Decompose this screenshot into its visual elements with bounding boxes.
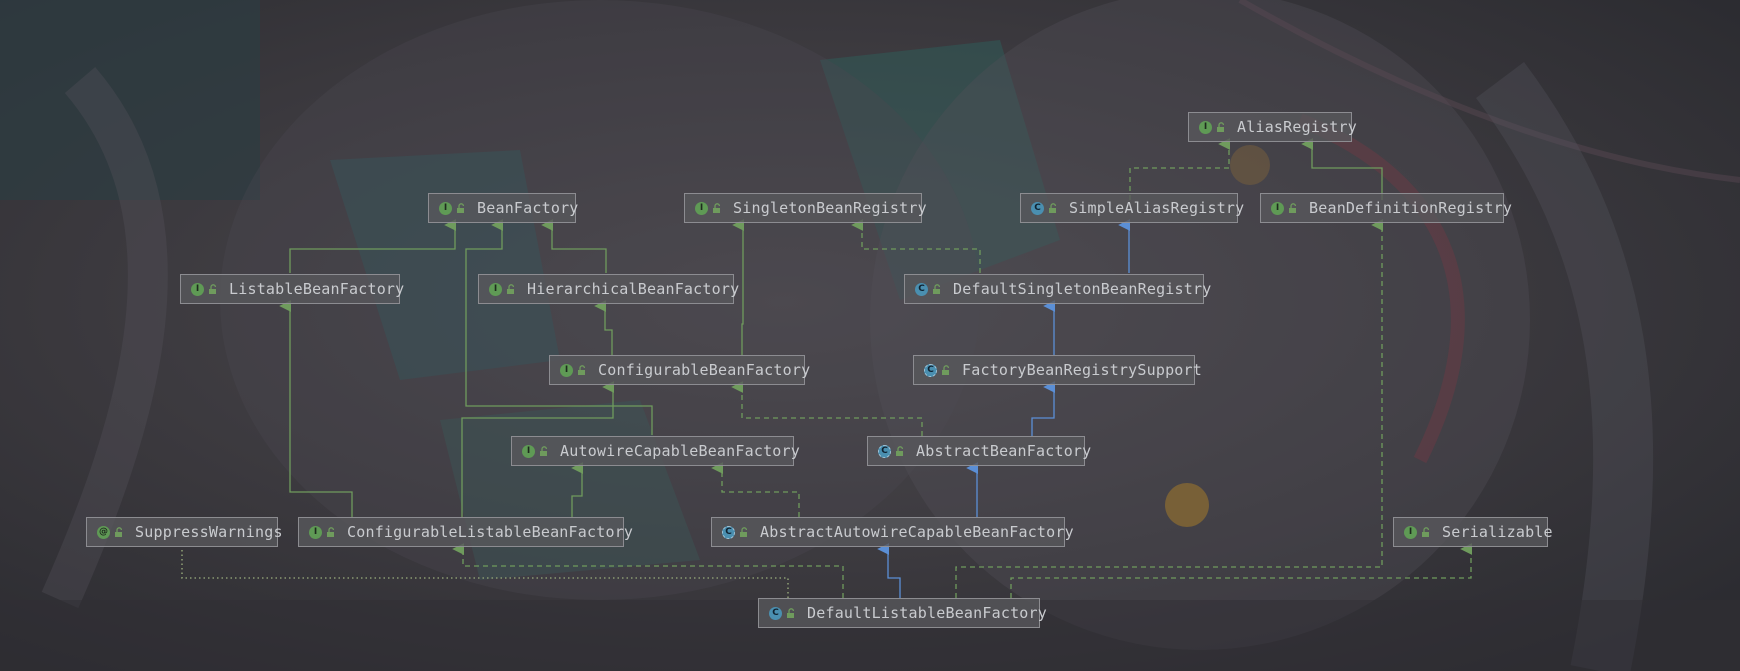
class-icon: C: [915, 282, 928, 296]
node-configurable-bean-factory[interactable]: I ConfigurableBeanFactory: [549, 355, 810, 385]
interface-icon: I: [309, 525, 322, 539]
node-label: AutowireCapableBeanFactory: [560, 442, 800, 460]
node-label: FactoryBeanRegistrySupport: [962, 361, 1202, 379]
interface-icon: I: [489, 282, 502, 296]
annotation-icon: @: [97, 525, 110, 539]
unlocked-visibility-icon: [942, 364, 950, 375]
node-hierarchical-bean-factory[interactable]: I HierarchicalBeanFactory: [478, 274, 739, 304]
unlocked-visibility-icon: [578, 364, 586, 375]
interface-icon: I: [1404, 525, 1417, 539]
class-icon: C: [769, 606, 782, 620]
node-alias-registry[interactable]: I AliasRegistry: [1188, 112, 1357, 142]
node-label: ConfigurableListableBeanFactory: [347, 523, 634, 541]
unlocked-visibility-icon: [933, 283, 941, 294]
unlocked-visibility-icon: [507, 283, 515, 294]
node-label: BeanDefinitionRegistry: [1309, 199, 1513, 217]
node-autowire-capable-bean-factory[interactable]: I AutowireCapableBeanFactory: [511, 436, 800, 466]
unlocked-visibility-icon: [896, 445, 904, 456]
unlocked-visibility-icon: [1217, 121, 1225, 132]
unlocked-visibility-icon: [1289, 202, 1297, 213]
unlocked-visibility-icon: [115, 526, 123, 537]
node-abstract-autowire-capable-bean-factory[interactable]: C AbstractAutowireCapableBeanFactory: [711, 517, 1074, 547]
unlocked-visibility-icon: [540, 445, 548, 456]
interface-icon: I: [560, 363, 573, 377]
class-icon: C: [1031, 201, 1044, 215]
node-label: AbstractAutowireCapableBeanFactory: [760, 523, 1074, 541]
interface-icon: I: [522, 444, 535, 458]
interface-icon: I: [1271, 201, 1284, 215]
node-configurable-listable-bean-factory[interactable]: I ConfigurableListableBeanFactory: [298, 517, 633, 547]
node-factory-bean-registry-support[interactable]: C FactoryBeanRegistrySupport: [913, 355, 1202, 385]
node-label: AliasRegistry: [1237, 118, 1357, 136]
node-label: ListableBeanFactory: [229, 280, 405, 298]
abstract-class-icon: C: [924, 363, 937, 377]
node-singleton-bean-registry[interactable]: I SingletonBeanRegistry: [684, 193, 927, 223]
abstract-class-icon: C: [722, 525, 735, 539]
unlocked-visibility-icon: [327, 526, 335, 537]
node-label: Serializable: [1442, 523, 1553, 541]
node-label: DefaultListableBeanFactory: [807, 604, 1047, 622]
node-label: BeanFactory: [477, 199, 579, 217]
interface-icon: I: [695, 201, 708, 215]
interface-icon: I: [1199, 120, 1212, 134]
node-bean-factory[interactable]: I BeanFactory: [428, 193, 579, 223]
unlocked-visibility-icon: [1422, 526, 1430, 537]
node-simple-alias-registry[interactable]: C SimpleAliasRegistry: [1020, 193, 1244, 223]
node-label: DefaultSingletonBeanRegistry: [953, 280, 1212, 298]
node-label: HierarchicalBeanFactory: [527, 280, 740, 298]
node-label: SimpleAliasRegistry: [1069, 199, 1245, 217]
node-bean-definition-registry[interactable]: I BeanDefinitionRegistry: [1260, 193, 1512, 223]
unlocked-visibility-icon: [1049, 202, 1057, 213]
node-label: SingletonBeanRegistry: [733, 199, 927, 217]
node-default-listable-bean-factory[interactable]: C DefaultListableBeanFactory: [758, 598, 1047, 628]
node-default-singleton-bean-registry[interactable]: C DefaultSingletonBeanRegistry: [904, 274, 1211, 304]
interface-icon: I: [439, 201, 452, 215]
node-listable-bean-factory[interactable]: I ListableBeanFactory: [180, 274, 404, 304]
unlocked-visibility-icon: [740, 526, 748, 537]
abstract-class-icon: C: [878, 444, 891, 458]
unlocked-visibility-icon: [209, 283, 217, 294]
node-label: ConfigurableBeanFactory: [598, 361, 811, 379]
node-serializable[interactable]: I Serializable: [1393, 517, 1553, 547]
node-suppress-warnings[interactable]: @ SuppressWarnings: [86, 517, 283, 547]
unlocked-visibility-icon: [787, 607, 795, 618]
unlocked-visibility-icon: [457, 202, 465, 213]
unlocked-visibility-icon: [713, 202, 721, 213]
node-label: AbstractBeanFactory: [916, 442, 1092, 460]
node-abstract-bean-factory[interactable]: C AbstractBeanFactory: [867, 436, 1091, 466]
node-label: SuppressWarnings: [135, 523, 283, 541]
interface-icon: I: [191, 282, 204, 296]
